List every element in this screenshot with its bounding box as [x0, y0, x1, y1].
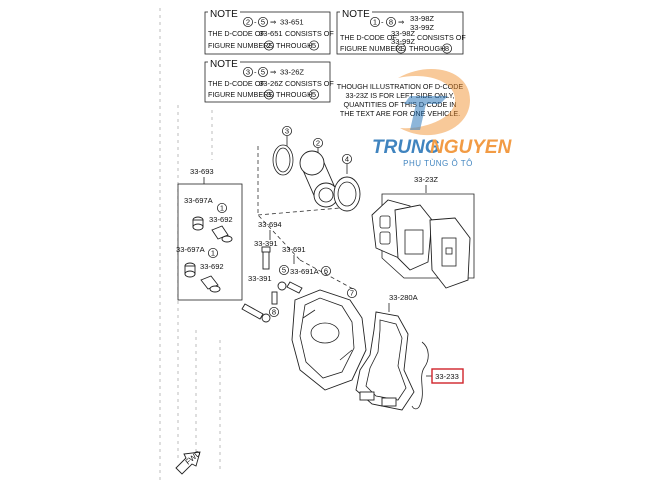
note-3-arrow: ⇒: [270, 68, 277, 77]
label-kit-692-bottom: 33-692: [200, 262, 224, 271]
note-1-line2-from: 2: [267, 41, 271, 50]
watermark-emblem-icon: [398, 69, 470, 136]
note-3-range-to: 5: [261, 68, 265, 77]
illustration-note-line-3: QUANTITIES OF THIS D-CODE IN: [344, 100, 457, 109]
note-3-range-code: 33-26Z: [280, 68, 304, 77]
note-1-line1-prefix: THE D-CODE OF: [208, 29, 265, 38]
dust-boot: [333, 176, 361, 212]
sleeve-top: [211, 225, 233, 243]
note-2-line2-prefix: FIGURE NUMBERS: [340, 44, 405, 53]
note-3-line1-suffix: CONSISTS OF: [285, 79, 334, 88]
brake-pad-right: [429, 217, 471, 289]
guide-pin-lower: [241, 303, 271, 323]
note-1-line1-code: 33-651: [259, 29, 283, 38]
piston: [299, 150, 339, 208]
note-2-title: NOTE: [342, 9, 370, 20]
guide-pin-upper: [261, 246, 271, 270]
note-1-line1-suffix: CONSISTS OF: [285, 29, 334, 38]
note-2-line1-suffix: CONSISTS OF: [417, 33, 466, 42]
bushing-top: [192, 216, 204, 231]
note-2-line1-prefix: THE D-CODE OF: [340, 33, 397, 42]
note-box-1: NOTE 2 - 5 ⇒ 33-651 THE D-CODE OF 33-651…: [204, 8, 334, 55]
note-3-line2-to: 5: [312, 90, 316, 99]
note-1-dash: -: [254, 18, 257, 27]
mounting-bracket: 33-280A: [355, 293, 419, 411]
note-3-dash: -: [254, 68, 257, 77]
label-boot-691a: 33-691A: [290, 267, 320, 276]
label-kit-697a-bottom: 33-697A: [176, 245, 206, 254]
brake-pad-center: [394, 204, 433, 271]
note-3-line1-code: 33-26Z: [259, 79, 283, 88]
note-1-line2-to: 5: [312, 41, 316, 50]
watermark-logo: TRUNG NGUYEN PHỤ TÙNG Ô TÔ: [372, 69, 513, 168]
label-bracket-280a: 33-280A: [389, 293, 419, 302]
note-2-arrow: ⇒: [398, 18, 405, 27]
label-bolt-694: 33-694: [258, 220, 282, 229]
callout-7: 7: [350, 289, 354, 298]
note-3-line2-from: 3: [267, 90, 271, 99]
note-2-line2-to: 8: [445, 44, 449, 53]
spring-highlight-box: [431, 368, 464, 384]
note-2-line1-code-b: 33-99Z: [391, 37, 415, 46]
note-1-line2-prefix: FIGURE NUMBERS: [208, 41, 273, 50]
label-pin-391-lower: 33-391: [248, 274, 272, 283]
note-2-line2-from: 1: [399, 44, 403, 53]
label-kit-691: 33-691: [282, 245, 306, 254]
note-1-range-from: 2: [246, 18, 250, 27]
pin-bolt-group: 33-694 33-391 33-691 5 33-691A 6 33-391 …: [241, 220, 331, 323]
note-box-2: NOTE 1 - 8 ⇒ 33-98Z 33-99Z THE D-CODE OF…: [336, 8, 466, 55]
note-box-3: NOTE 3 - 5 ⇒ 33-26Z THE D-CODE OF 33-26Z…: [204, 58, 334, 103]
note-2-range-code-b: 33-99Z: [410, 23, 434, 32]
note-1-line2-mid: THROUGH: [276, 41, 312, 50]
note-1-range-code: 33-651: [280, 18, 304, 27]
note-2-range-from: 1: [373, 18, 377, 27]
sleeve-bottom: [200, 275, 221, 293]
note-3-range-from: 3: [246, 68, 250, 77]
caliper-body: 7: [291, 287, 367, 391]
sleeve-boot: [277, 281, 303, 294]
callout-1-bottom: 1: [211, 249, 215, 258]
note-3-line1-prefix: THE D-CODE OF: [208, 79, 265, 88]
bushing-bottom: [184, 262, 196, 278]
kit-693-group: 33-693 33-697A 1 33-692 33-697A 1 33-692: [176, 167, 243, 301]
illustration-note-line-2: 33-23Z IS FOR LEFT SIDE ONLY,: [345, 91, 454, 100]
label-pads-23z: 33-23Z: [414, 175, 438, 184]
watermark-brand-part1: TRUNG: [372, 137, 440, 158]
anti-rattle-spring: 33-233: [411, 341, 464, 410]
note-2-range-to: 8: [389, 18, 393, 27]
note-2-range-code-a: 33-98Z: [410, 14, 434, 23]
brake-pads: 33-23Z: [371, 175, 475, 289]
note-1-range-to: 5: [261, 18, 265, 27]
watermark-subtitle: PHỤ TÙNG Ô TÔ: [403, 159, 473, 168]
note-2-line2-mid: THROUGH: [409, 44, 445, 53]
label-kit-692-top: 33-692: [209, 215, 233, 224]
callout-6: 6: [324, 267, 328, 276]
callout-4: 4: [345, 155, 349, 164]
bolt-small: [271, 291, 278, 305]
seal-ring: [272, 144, 294, 176]
note-3-line2-prefix: FIGURE NUMBERS: [208, 90, 273, 99]
watermark-brand-part2: NGUYEN: [430, 137, 513, 158]
note-1-arrow: ⇒: [270, 18, 277, 27]
label-spring-233: 33-233: [435, 372, 459, 381]
note-1-title: NOTE: [210, 9, 238, 20]
note-3-line2-mid: THROUGH: [276, 90, 312, 99]
callout-2: 2: [316, 139, 320, 148]
label-kit-693: 33-693: [190, 167, 214, 176]
callout-8: 8: [272, 308, 276, 317]
callout-1-top: 1: [220, 204, 224, 213]
note-2-line1-code-a: 33-98Z: [391, 29, 415, 38]
callout-5: 5: [282, 266, 286, 275]
label-pin-391-upper: 33-391: [254, 239, 278, 248]
front-arrow-icon: FWD: [175, 448, 203, 475]
callout-3: 3: [285, 127, 289, 136]
note-3-title: NOTE: [210, 59, 238, 70]
note-2-dash: -: [381, 18, 384, 27]
piston-seal-group: 3 2 4: [272, 126, 361, 212]
illustration-note: THOUGH ILLUSTRATION OF D-CODE 33-23Z IS …: [337, 82, 464, 118]
illustration-note-line-1: THOUGH ILLUSTRATION OF D-CODE: [337, 82, 464, 91]
illustration-note-line-4: THE TEXT ARE FOR ONE VEHICLE.: [340, 109, 460, 118]
label-kit-697a-top: 33-697A: [184, 196, 214, 205]
